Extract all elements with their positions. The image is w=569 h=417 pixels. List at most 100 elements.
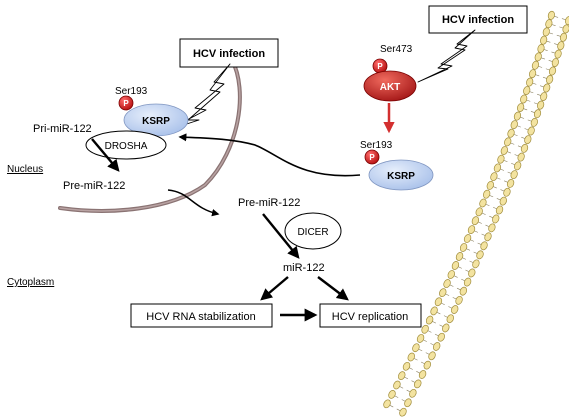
- lipid-head: [531, 60, 540, 70]
- lipid-head: [546, 75, 554, 84]
- lipid-head: [499, 196, 507, 206]
- lipid-head: [537, 100, 545, 110]
- lipid-head: [451, 305, 459, 314]
- lipid-head: [520, 94, 528, 104]
- lipid-head: [537, 44, 545, 53]
- lipid-head: [557, 41, 565, 51]
- lipid-head: [439, 288, 447, 298]
- lipid-head: [486, 180, 494, 190]
- lipid-head: [503, 187, 511, 197]
- ser193-label-top: Ser193: [115, 86, 148, 97]
- nuclear-envelope: [58, 58, 242, 213]
- hcv-rna-stabilization-label: HCV RNA stabilization: [146, 311, 255, 323]
- ksrp-translocation-arrow: [178, 133, 361, 177]
- lipid-head: [467, 225, 476, 234]
- lipid-head: [507, 128, 515, 138]
- lipid-head: [526, 77, 534, 87]
- lipid-head: [443, 279, 451, 288]
- lipid-head: [463, 277, 472, 287]
- lipid-head: [540, 92, 548, 101]
- mir-122-label: miR-122: [283, 262, 325, 274]
- drosha-enzyme: DROSHA: [85, 130, 167, 160]
- lipid-head: [559, 32, 568, 42]
- pre-mir-122-cytoplasm-label: Pre-miR-122: [238, 197, 300, 209]
- lipid-head: [513, 111, 522, 121]
- akt-label: AKT: [380, 82, 401, 93]
- lipid-head: [476, 250, 484, 260]
- lipid-head: [527, 126, 535, 136]
- lipid-head: [425, 315, 434, 325]
- lipid-head: [402, 361, 411, 371]
- nucleus-compartment-label: Nucleus: [7, 164, 43, 175]
- lipid-head: [510, 120, 518, 130]
- lipid-head: [418, 370, 427, 379]
- ksrp-label-top: KSRP: [142, 116, 170, 127]
- lipid-head: [468, 268, 476, 278]
- lipid-head: [542, 27, 550, 37]
- lipid-head: [459, 286, 468, 296]
- lipid-head: [428, 351, 436, 361]
- lipid-head: [447, 270, 455, 279]
- akt-kinase: AKT: [363, 70, 417, 102]
- lipid-head: [493, 163, 502, 173]
- lipid-head: [529, 69, 537, 79]
- lipid-head: [495, 205, 504, 215]
- lipid-head: [455, 295, 463, 305]
- lipid-head: [451, 261, 460, 270]
- lipid-head: [404, 398, 412, 408]
- lipid-head: [554, 49, 562, 59]
- lipid-head: [463, 234, 472, 243]
- ser473-label: Ser473: [380, 44, 413, 55]
- lipid-head: [475, 207, 483, 217]
- lipid-head: [506, 179, 515, 188]
- lipid-head: [514, 161, 522, 171]
- lightning-bolt-icon: [417, 29, 476, 83]
- lipid-head: [483, 189, 491, 199]
- lipid-head: [523, 86, 531, 95]
- ksrp-label-bottom: KSRP: [387, 171, 415, 182]
- phospho-group-ksrp-bottom: P: [364, 149, 380, 165]
- lipid-head: [471, 216, 480, 226]
- pre-mir-122-nucleus-label: Pre-miR-122: [63, 180, 125, 192]
- lipid-head: [510, 170, 518, 180]
- hcv-infection-box-right: HCV infection: [428, 5, 528, 34]
- lipid-head: [500, 146, 508, 155]
- lipid-head: [437, 332, 445, 342]
- lipid-head: [533, 109, 542, 119]
- lipid-head: [480, 241, 488, 251]
- lipid-head: [442, 323, 450, 333]
- mir-to-replication-arrow: [317, 276, 349, 301]
- lipid-head: [551, 58, 559, 67]
- lipid-head: [407, 352, 415, 362]
- cytoplasm-compartment-label: Cytoplasm: [7, 277, 54, 288]
- lipid-head: [434, 297, 443, 307]
- lipid-head: [383, 399, 391, 409]
- lipid-head: [421, 324, 429, 334]
- lipid-head: [524, 135, 532, 145]
- lipid-head: [423, 360, 432, 370]
- hcv-rna-stabilization-box: HCV RNA stabilization: [130, 303, 273, 328]
- lipid-head: [534, 52, 542, 62]
- nuclear-export-arrow: [167, 189, 220, 217]
- lipid-head: [530, 117, 538, 127]
- phospho-group-akt: P: [372, 58, 388, 74]
- phospho-group-ksrp-top: P: [118, 95, 134, 111]
- lipid-head: [446, 314, 454, 324]
- phospho-label: P: [377, 62, 383, 71]
- lipid-head: [497, 154, 505, 164]
- lipid-head: [430, 306, 438, 316]
- lipid-head: [398, 371, 406, 380]
- lipid-head: [504, 137, 512, 147]
- hcv-infection-label-right: HCV infection: [442, 14, 514, 26]
- lipid-head: [455, 252, 464, 261]
- lipid-head: [479, 198, 487, 208]
- cell-membrane-bilayer: [383, 10, 569, 417]
- ksrp-protein-cytoplasm: KSRP: [368, 159, 434, 191]
- lipid-head: [393, 380, 401, 390]
- lipid-head: [399, 407, 407, 417]
- hcv-replication-label: HCV replication: [332, 311, 408, 323]
- lipid-head: [412, 343, 420, 353]
- lipid-head: [548, 66, 557, 76]
- ser193-label-bottom: Ser193: [360, 140, 393, 151]
